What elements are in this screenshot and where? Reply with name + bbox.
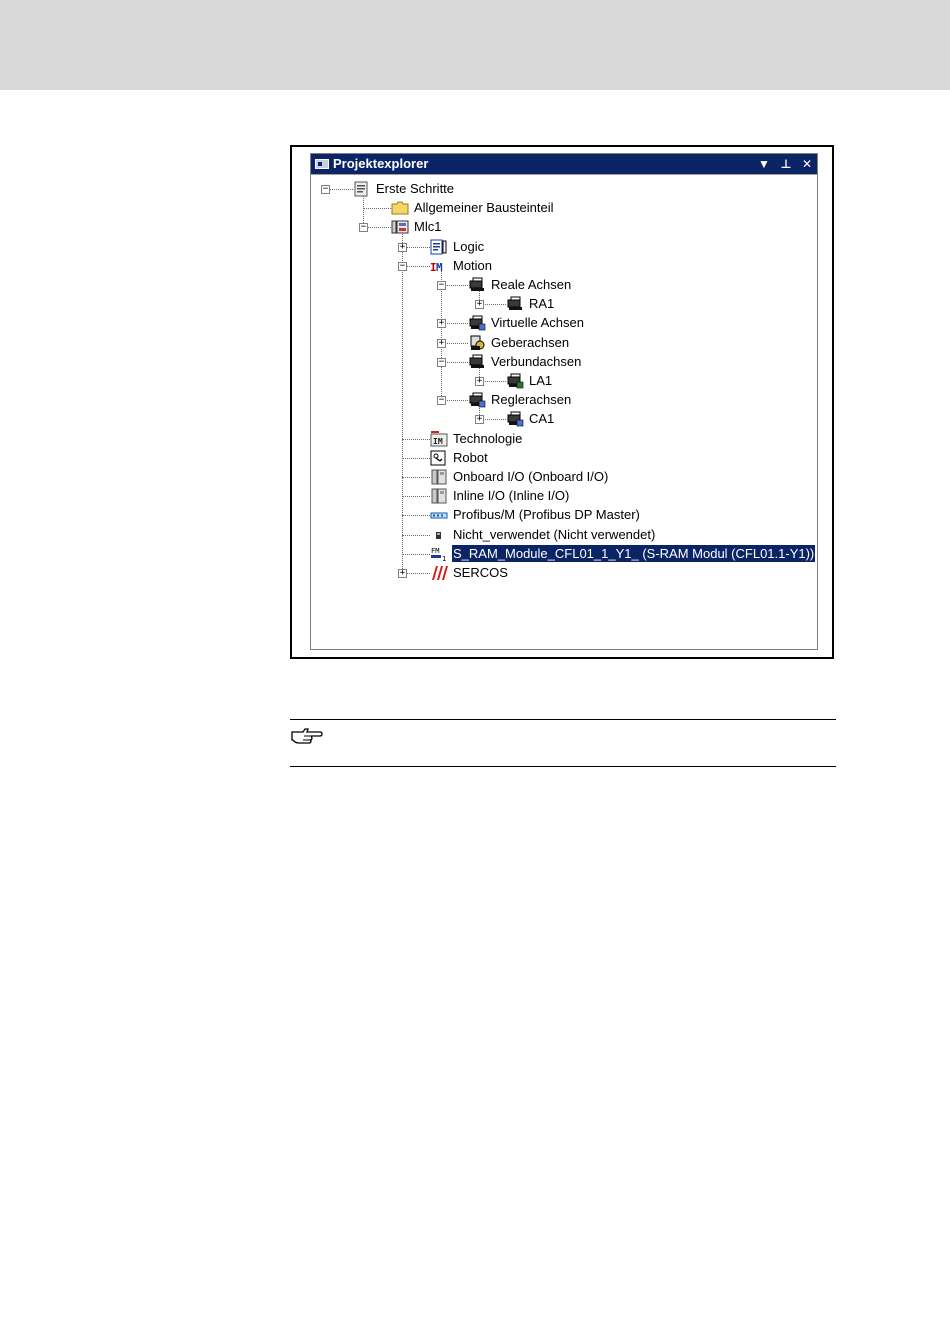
tree-connector-horizontal <box>402 457 430 459</box>
tree-item-onboard-io[interactable]: Onboard I/O (Onboard I/O) <box>453 469 609 484</box>
svg-text:1: 1 <box>442 555 446 562</box>
tree-connector-horizontal <box>402 477 430 478</box>
collapse-toggle[interactable]: − <box>437 356 446 367</box>
tree-connector-vertical <box>479 401 480 420</box>
tree-connector-horizontal <box>402 515 430 517</box>
tree-item-reale-achsen[interactable]: Reale Achsen <box>491 277 572 292</box>
tree-item-nicht-verwendet[interactable]: Nicht_verwendet (Nicht verwendet) <box>453 526 656 542</box>
tree-connector-horizontal <box>441 323 468 325</box>
tree-item-virtuelle-achsen[interactable]: Virtuelle Achsen <box>491 315 584 331</box>
linked-axis-icon <box>506 373 524 389</box>
expand-toggle[interactable]: + <box>475 299 484 310</box>
real-axes-icon <box>468 277 486 293</box>
tree-connector-horizontal <box>363 227 391 229</box>
tree-connector-horizontal <box>330 189 353 190</box>
expand-toggle[interactable]: + <box>437 318 446 329</box>
svg-text:I: I <box>430 261 437 274</box>
tree-connector-horizontal <box>402 553 430 555</box>
tree-item-robot[interactable]: Robot <box>453 449 488 465</box>
logic-icon <box>430 239 448 255</box>
io-module-icon <box>430 469 448 485</box>
unused-slot-icon <box>430 527 448 543</box>
tree-item-ca1[interactable]: CA1 <box>529 411 555 427</box>
project-icon <box>353 181 371 197</box>
tree-connector-vertical <box>441 266 442 401</box>
tree-item-reglerachsen[interactable]: Reglerachsen <box>491 392 572 408</box>
collapse-toggle[interactable]: − <box>398 260 407 271</box>
tree-connector-vertical <box>402 228 403 573</box>
tree-connector-vertical <box>479 286 480 305</box>
tree-connector-vertical <box>479 362 480 381</box>
tree-item-logic[interactable]: Logic <box>453 238 485 254</box>
axis-icon <box>506 296 524 312</box>
tree-item-inline-io[interactable]: Inline I/O (Inline I/O) <box>453 488 570 504</box>
close-button[interactable]: ✕ <box>801 157 813 171</box>
expand-toggle[interactable]: + <box>475 414 484 425</box>
pin-button[interactable]: ⊥ <box>780 157 792 171</box>
tree-item-geberachsen[interactable]: Geberachsen <box>491 334 570 350</box>
tree-item-ra1[interactable]: RA1 <box>529 296 555 312</box>
window-title: Projektexplorer <box>333 156 429 171</box>
collapse-toggle[interactable]: − <box>437 395 446 406</box>
tree-connector-horizontal <box>441 285 468 286</box>
tree-connector-horizontal <box>441 400 468 402</box>
controller-icon <box>391 219 409 235</box>
page-header-band <box>0 0 950 90</box>
tree-item-sercos[interactable]: SERCOS <box>453 565 508 580</box>
tree-connector-horizontal <box>479 304 506 306</box>
svg-text:IM: IM <box>433 437 443 446</box>
expand-toggle[interactable]: + <box>398 568 407 578</box>
technology-icon: IM <box>430 430 448 447</box>
tree-item-mlc1[interactable]: Mlc1 <box>414 219 442 235</box>
folder-icon <box>391 200 409 216</box>
controller-axes-icon <box>468 392 486 408</box>
tree-item-erste-schritte[interactable]: Erste Schritte <box>376 181 455 196</box>
sercos-icon <box>430 565 448 581</box>
svg-text:FM: FM <box>431 547 439 555</box>
expand-toggle[interactable]: + <box>475 376 484 386</box>
tree-connector-horizontal <box>402 246 430 248</box>
tree-connector-horizontal <box>402 438 430 440</box>
tree-item-la1[interactable]: LA1 <box>529 373 553 388</box>
tree-connector-horizontal <box>479 419 506 421</box>
tree-item-motion[interactable]: Motion <box>453 257 493 273</box>
tree-connector-horizontal <box>402 265 430 267</box>
svg-text:M: M <box>436 261 443 274</box>
expand-toggle[interactable]: + <box>437 337 446 348</box>
note-rule-bottom <box>290 766 836 767</box>
tree-connector-horizontal <box>441 342 468 344</box>
pointing-hand-icon <box>291 728 323 744</box>
tree-item-profibus[interactable]: Profibus/M (Profibus DP Master) <box>453 507 640 523</box>
controller-axis-icon <box>506 411 524 427</box>
tree-connector-horizontal <box>402 573 430 574</box>
tree-item-technologie[interactable]: Technologie <box>453 430 523 446</box>
collapse-toggle[interactable]: − <box>359 222 368 233</box>
tree-item-s-ram-module[interactable]: S_RAM_Module_CFL01_1_Y1_ (S-RAM Modul (C… <box>450 543 817 563</box>
tree-item-allgemeiner-bausteinteil[interactable]: Allgemeiner Bausteinteil <box>414 200 554 216</box>
collapse-toggle[interactable]: − <box>321 184 330 194</box>
note-rule-top <box>290 719 836 720</box>
tree-connector-horizontal <box>402 534 430 536</box>
collapse-toggle[interactable]: − <box>437 280 446 290</box>
io-module-icon <box>430 488 448 504</box>
window-icon <box>315 159 329 169</box>
tree-connector-horizontal <box>441 361 468 363</box>
linked-axes-icon <box>468 354 486 370</box>
virtual-axes-icon <box>468 315 486 331</box>
robot-icon <box>430 450 448 466</box>
tree-connector-horizontal <box>402 496 430 498</box>
title-bar[interactable]: Projektexplorer ▼ ⊥ ✕ <box>311 154 817 174</box>
expand-toggle[interactable]: + <box>398 241 407 252</box>
dropdown-button[interactable]: ▼ <box>758 157 770 171</box>
tree-connector-horizontal <box>479 381 506 382</box>
tree-connector-horizontal <box>363 208 391 210</box>
encoder-axes-icon <box>468 335 486 351</box>
profibus-icon <box>430 507 448 523</box>
tree-item-verbundachsen[interactable]: Verbundachsen <box>491 353 582 369</box>
